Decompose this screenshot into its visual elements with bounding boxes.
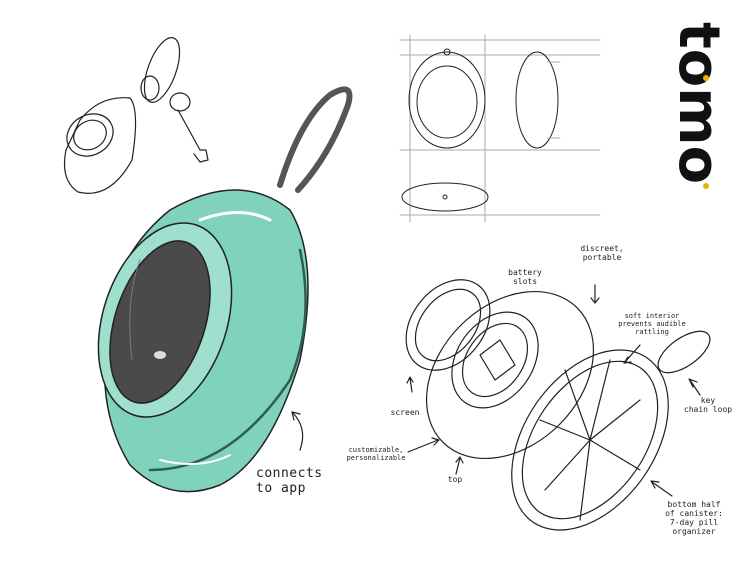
label-soft-interior: soft interior prevents audible rattling [618, 312, 686, 336]
arrow-connects [291, 411, 304, 451]
device-render [97, 86, 353, 493]
exploded-view [405, 279, 711, 531]
label-customizable: customizable, personalizable [346, 446, 406, 462]
label-battery-slots: battery slots [508, 268, 542, 286]
orthographic-views [399, 34, 601, 223]
svg-text:tomo: tomo [666, 22, 731, 184]
label-key-chain-loop: key chain loop [683, 396, 733, 414]
label-discreet-portable: discreet, portable [580, 244, 624, 262]
label-bottom-half: bottom half of canister: 7-day pill orga… [665, 500, 723, 536]
keychain-sketch [63, 37, 209, 194]
label-connects-to-app: connects to app [256, 466, 323, 496]
label-top: top [447, 475, 463, 484]
label-screen: screen [390, 408, 420, 417]
brand-logo: tomo [666, 22, 731, 189]
